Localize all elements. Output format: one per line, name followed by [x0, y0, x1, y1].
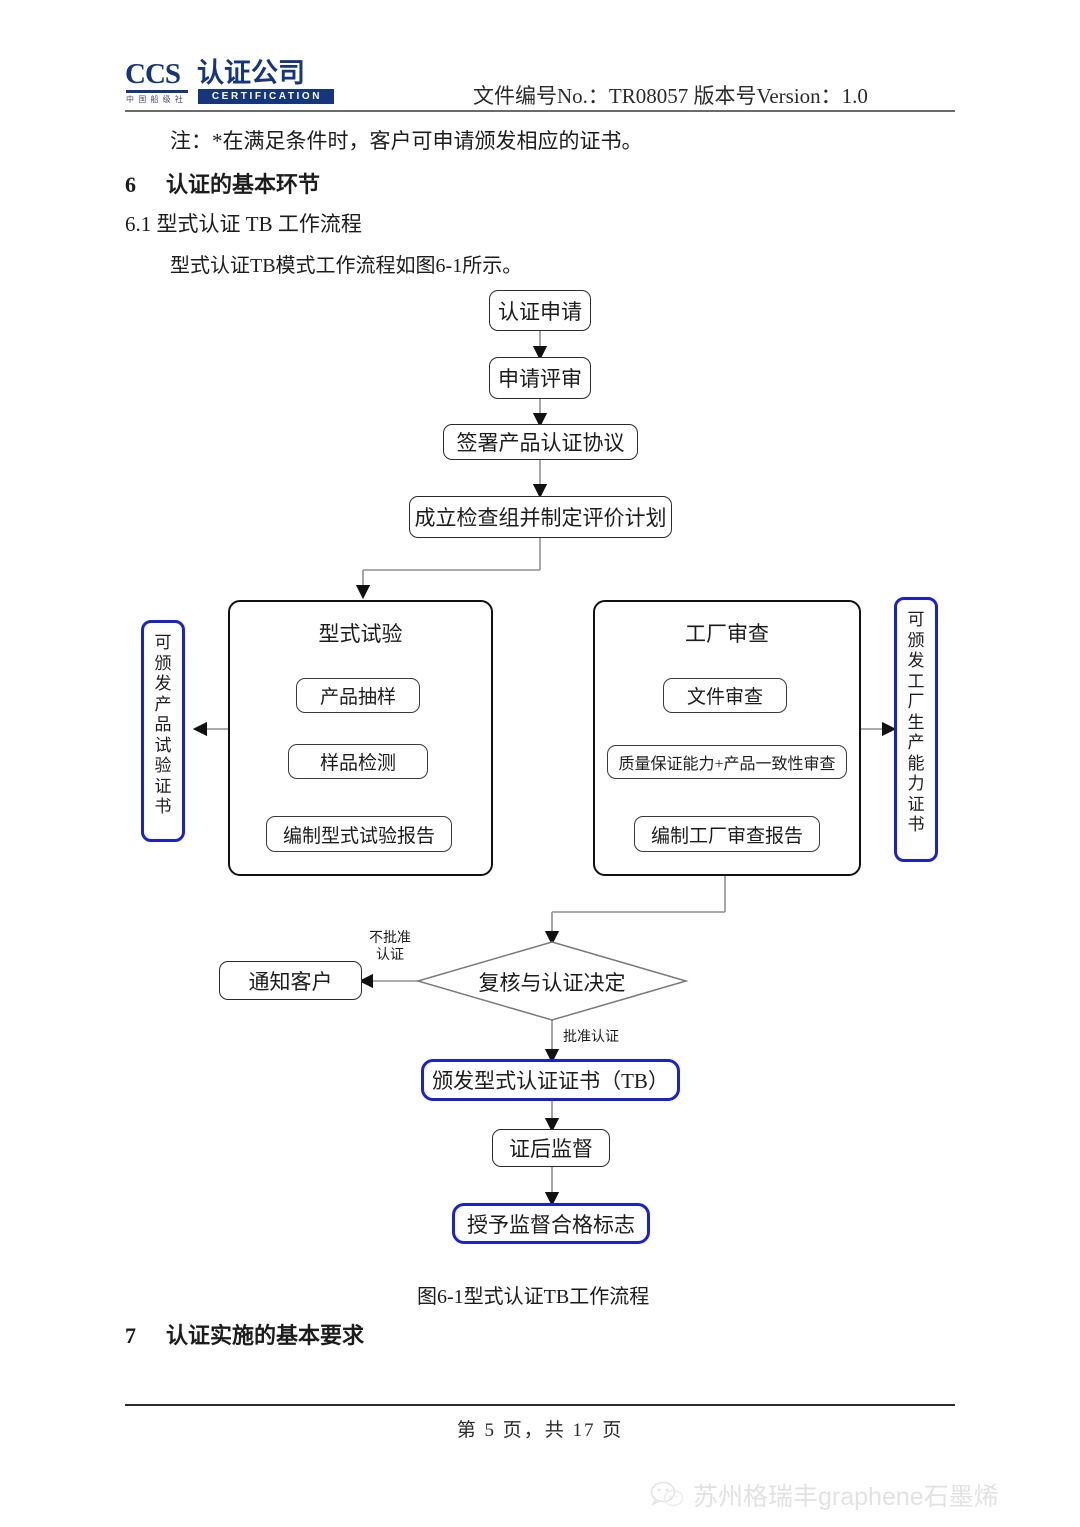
header-divider: [125, 110, 955, 112]
edge-label-not-approved: 不批准 认证: [361, 930, 419, 964]
node-certification-application[interactable]: 认证申请: [489, 290, 591, 331]
node-factory-audit-report[interactable]: 编制工厂审查报告: [634, 816, 820, 852]
node-notify-client[interactable]: 通知客户: [219, 961, 362, 1000]
container-factory-audit-title: 工厂审查: [685, 622, 769, 646]
logo-ccs-mark: CCS: [125, 58, 181, 90]
cert-char: 能: [907, 753, 925, 773]
node-sample-testing[interactable]: 样品检测: [288, 744, 428, 779]
logo-company-name-cn: 认证公司: [197, 58, 305, 88]
cert-char: 品: [154, 715, 172, 734]
cert-char: 工: [907, 671, 925, 691]
cert-char: 可: [154, 633, 172, 652]
cert-char: 发: [907, 651, 925, 670]
cert-char: 试: [154, 735, 172, 755]
heading-7: 7 认证实施的基本要求: [125, 1318, 364, 1350]
cert-char: 书: [907, 815, 925, 834]
cert-box-factory-capability[interactable]: 可 颁 发 工 厂 生 产 能 力 证 书: [894, 597, 938, 862]
ccs-logo: CCS 中 国 船 级 社 认证公司 CERTIFICATION: [125, 58, 335, 108]
cert-char: 生: [907, 712, 925, 732]
cert-char: 产: [907, 733, 925, 752]
paragraph-intro: 型式认证TB模式工作流程如图6-1所示。: [170, 255, 523, 277]
node-type-test-report[interactable]: 编制型式试验报告: [266, 816, 452, 852]
page-number: 第 5 页，共 17 页: [456, 1420, 624, 1441]
node-product-sampling[interactable]: 产品抽样: [296, 678, 420, 713]
cert-char: 颁: [907, 630, 925, 650]
cert-box-product-test[interactable]: 可 颁 发 产 品 试 验 证 书: [141, 620, 185, 842]
heading-6-1: 6.1 型式认证 TB 工作流程: [125, 212, 362, 236]
node-form-inspection-team[interactable]: 成立检查组并制定评价计划: [409, 496, 672, 538]
cert-char: 可: [907, 610, 925, 629]
container-type-test-title: 型式试验: [318, 622, 403, 646]
cert-char: 厂: [907, 692, 925, 711]
heading-7-number: 7: [125, 1323, 136, 1348]
cert-char: 证: [154, 776, 172, 796]
node-sign-agreement[interactable]: 签署产品认证协议: [443, 424, 638, 460]
figure-caption: 图6-1型式认证TB工作流程: [417, 1286, 650, 1308]
cert-char: 产: [154, 694, 172, 714]
cert-char: 书: [154, 797, 172, 816]
node-quality-capability-review[interactable]: 质量保证能力+产品一致性审查: [607, 745, 847, 779]
cert-char: 证: [907, 794, 925, 814]
node-post-certification-supervision[interactable]: 证后监督: [492, 1129, 610, 1167]
node-document-review[interactable]: 文件审查: [663, 678, 787, 713]
heading-7-text: 认证实施的基本要求: [166, 1323, 365, 1348]
cert-char: 验: [154, 756, 172, 775]
cert-char: 发: [154, 674, 172, 693]
heading-6-number: 6: [125, 172, 136, 197]
node-application-review[interactable]: 申请评审: [489, 357, 591, 399]
footer-divider: [125, 1404, 955, 1406]
watermark: 苏州格瑞丰graphene石墨烯: [650, 1477, 999, 1513]
edge-label-not-approved-line2: 认证: [376, 948, 404, 963]
wechat-icon: [650, 1481, 684, 1507]
heading-6-text: 认证的基本环节: [166, 172, 321, 197]
node-grant-supervision-mark[interactable]: 授予监督合格标志: [452, 1203, 650, 1244]
node-issue-type-certificate[interactable]: 颁发型式认证证书（TB）: [421, 1059, 680, 1101]
document-header: CCS 中 国 船 级 社 认证公司 CERTIFICATION 文件编号No.…: [125, 58, 955, 110]
logo-certification-word: CERTIFICATION: [198, 89, 334, 104]
edge-label-not-approved-line1: 不批准: [369, 931, 411, 946]
document-number-and-version: 文件编号No.：TR08057 版本号Version：1.0: [473, 84, 868, 108]
note-line: 注：*在满足条件时，客户可申请颁发相应的证书。: [170, 129, 643, 153]
cert-char: 颁: [154, 653, 172, 673]
logo-underbar: [126, 90, 188, 93]
edge-label-approved: 批准认证: [563, 1030, 619, 1045]
cert-char: 力: [907, 774, 925, 793]
heading-6: 6 认证的基本环节: [125, 167, 320, 199]
decision-label: 复核与认证决定: [478, 971, 626, 995]
watermark-text: 苏州格瑞丰graphene石墨烯: [693, 1483, 999, 1511]
logo-subtitle-cn: 中 国 船 级 社: [126, 95, 184, 104]
